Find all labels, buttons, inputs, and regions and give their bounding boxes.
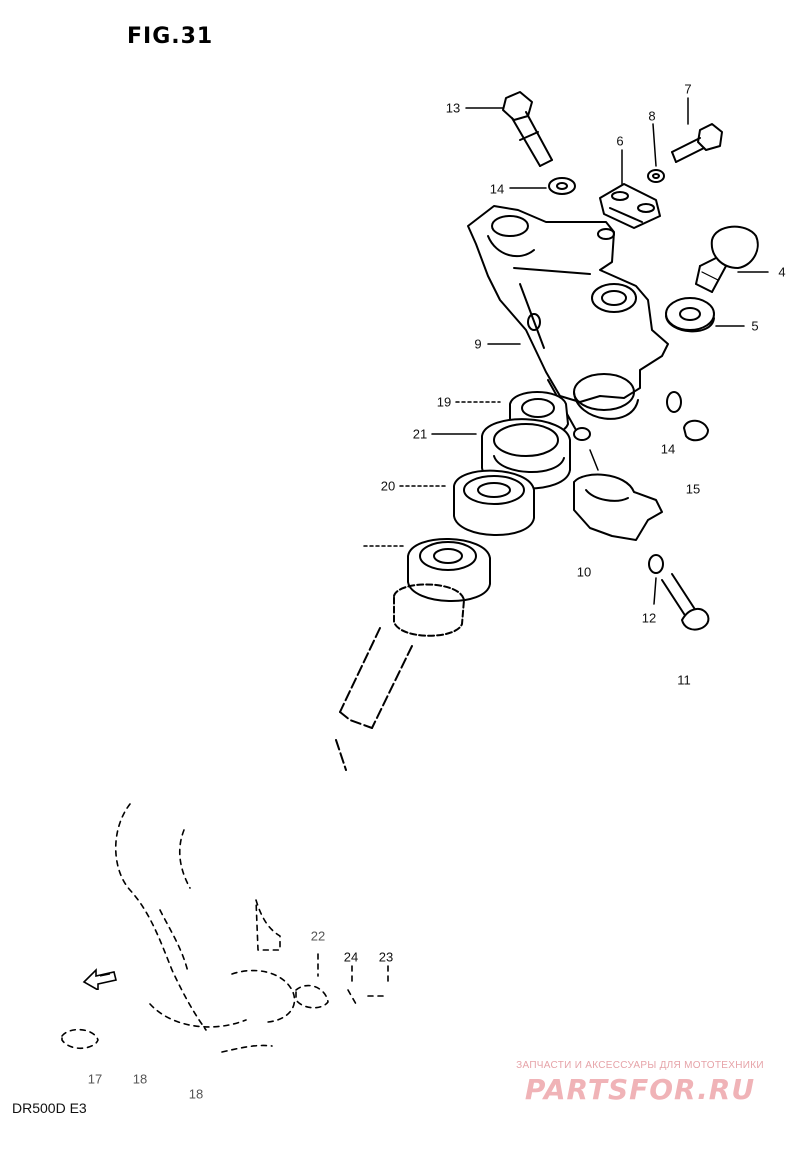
callout-14-lower: 14 bbox=[660, 441, 676, 457]
callout-8: 8 bbox=[648, 108, 656, 124]
callout-24: 24 bbox=[343, 949, 359, 965]
washer-14-lower bbox=[666, 391, 682, 413]
bearing-20 bbox=[453, 469, 535, 536]
bolt-13 bbox=[502, 91, 553, 167]
callout-5: 5 bbox=[751, 318, 759, 334]
washer-8 bbox=[647, 169, 665, 183]
callout-18-left: 18 bbox=[132, 1071, 148, 1087]
top-bracket-9 bbox=[467, 205, 669, 441]
callout-21: 21 bbox=[412, 426, 428, 442]
callout-19: 19 bbox=[436, 394, 452, 410]
model-code: DR500D E3 bbox=[12, 1100, 87, 1116]
callout-9: 9 bbox=[474, 336, 482, 352]
callout-11: 11 bbox=[677, 672, 691, 688]
callout-10: 10 bbox=[576, 564, 592, 580]
watermark-brand: PARTSFOR.RU bbox=[524, 1073, 756, 1106]
leader-12 bbox=[653, 577, 657, 605]
callout-15: 15 bbox=[685, 481, 701, 497]
callout-17: 17 bbox=[87, 1071, 103, 1087]
lower-bearing bbox=[407, 538, 491, 602]
callout-4: 4 bbox=[778, 264, 786, 280]
callout-22: 22 bbox=[310, 928, 326, 944]
washer-5 bbox=[665, 297, 715, 333]
clamp-6 bbox=[599, 183, 661, 229]
callout-12: 12 bbox=[641, 610, 657, 626]
front-direction-arrow-icon bbox=[82, 968, 117, 990]
steering-stem-shaft bbox=[335, 627, 413, 771]
leader-8 bbox=[652, 123, 657, 167]
lower-race bbox=[393, 583, 465, 637]
nut-4 bbox=[695, 225, 759, 293]
callout-23: 23 bbox=[378, 949, 394, 965]
nut-15 bbox=[683, 419, 709, 442]
bolt-11 bbox=[661, 573, 710, 631]
callout-18-right: 18 bbox=[188, 1086, 204, 1102]
callout-6: 6 bbox=[616, 133, 624, 149]
callout-13: 13 bbox=[445, 100, 461, 116]
site-watermark: ЗАПЧАСТИ И АКСЕССУАРЫ ДЛЯ МОТОТЕХНИКИ PA… bbox=[490, 1060, 790, 1106]
washer-14-upper bbox=[548, 177, 576, 195]
washer-12 bbox=[648, 554, 664, 574]
holder-10 bbox=[573, 449, 663, 541]
callout-7: 7 bbox=[684, 81, 692, 97]
figure-title: FIG.31 bbox=[127, 24, 214, 49]
callout-20: 20 bbox=[380, 478, 396, 494]
bolt-7 bbox=[671, 123, 723, 163]
callout-14-upper: 14 bbox=[489, 181, 505, 197]
watermark-tagline: ЗАПЧАСТИ И АКСЕССУАРЫ ДЛЯ МОТОТЕХНИКИ bbox=[516, 1060, 764, 1071]
cable-assembly bbox=[61, 803, 389, 1053]
